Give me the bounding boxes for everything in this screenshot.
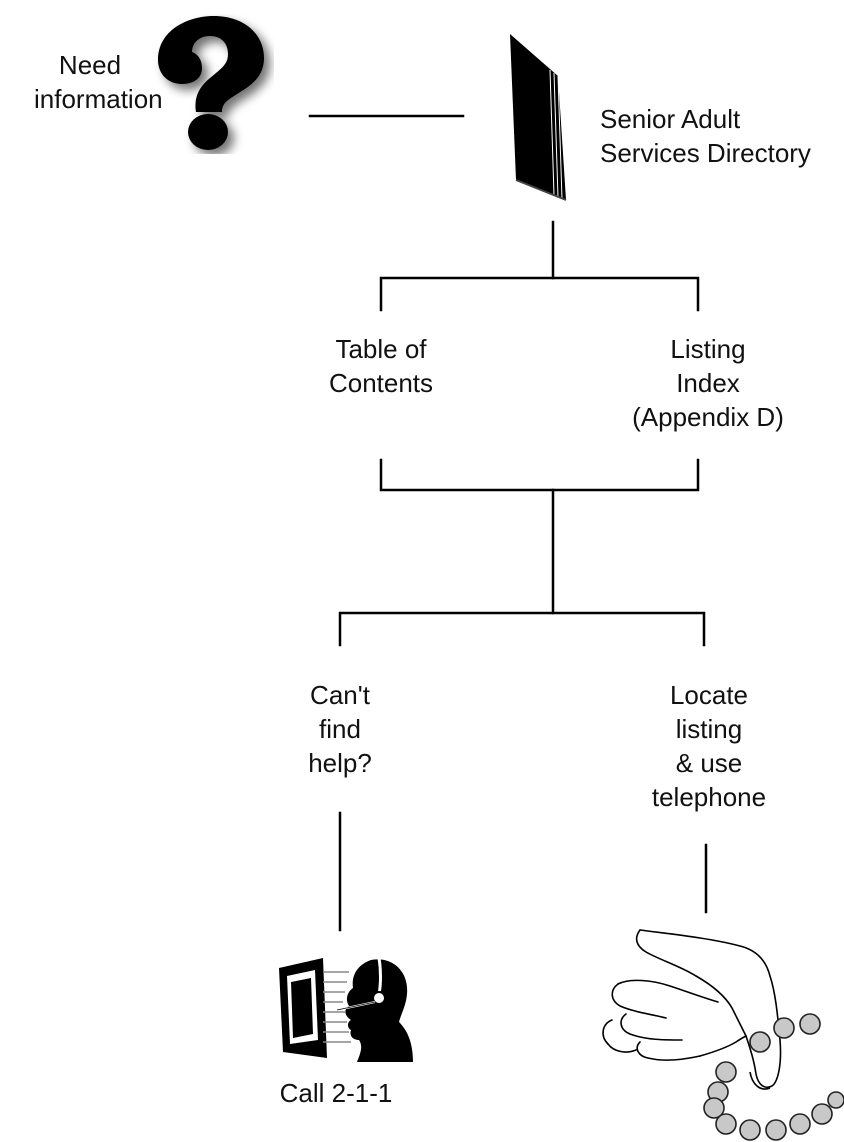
- headset-operator-icon: [279, 957, 413, 1062]
- cant-find-line3: help?: [308, 748, 372, 778]
- need-info-line2: information: [34, 84, 163, 114]
- cant-find-help-label: Can't find help?: [270, 678, 410, 780]
- directory-line1: Senior Adult: [600, 104, 741, 134]
- need-info-line1: Need: [58, 50, 122, 80]
- directory-label: Senior Adult Services Directory: [600, 102, 844, 170]
- need-information-label: Need information: [34, 48, 163, 116]
- connector-join-middle: [379, 458, 700, 492]
- locate-line1: Locate: [669, 680, 749, 710]
- connector-split-top: [379, 276, 700, 312]
- toc-line1: Table of: [335, 334, 427, 364]
- listing-index-label: Listing Index (Appendix D): [608, 332, 808, 434]
- table-of-contents-label: Table of Contents: [296, 332, 466, 400]
- connector-split-bottom: [338, 611, 706, 647]
- locate-listing-label: Locate listing & use telephone: [626, 678, 792, 814]
- locate-line3: & use: [675, 748, 743, 778]
- question-mark-icon: [158, 16, 264, 150]
- locate-line2: listing: [675, 714, 743, 744]
- toc-line2: Contents: [328, 368, 434, 398]
- hand-dialing-phone-icon: [602, 929, 844, 1141]
- cant-find-line1: Can't: [310, 680, 370, 710]
- directory-line2: Services Directory: [600, 138, 811, 168]
- index-line1: Listing: [670, 334, 746, 364]
- index-line2: Index: [676, 368, 740, 398]
- book-icon: [510, 34, 567, 201]
- cant-find-line2: find: [319, 714, 361, 744]
- call-211-label: Call 2-1-1: [279, 1078, 393, 1108]
- locate-line4: telephone: [651, 782, 767, 812]
- index-line3: (Appendix D): [632, 402, 784, 432]
